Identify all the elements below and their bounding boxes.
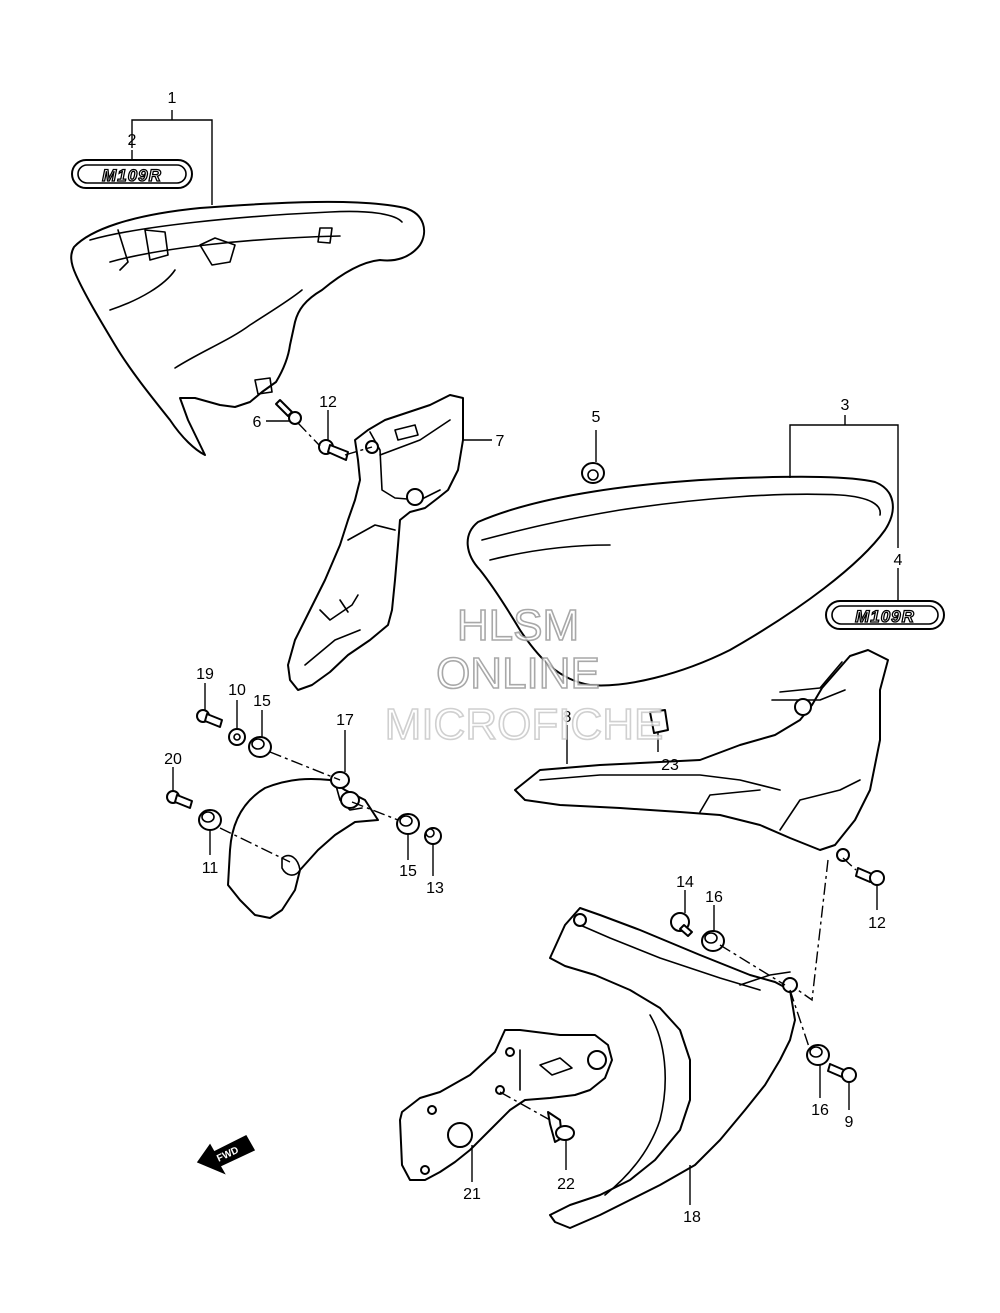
callout-5[interactable]: 5	[592, 409, 601, 426]
callout-9[interactable]: 9	[845, 1114, 854, 1131]
grommet-15-upper[interactable]	[248, 736, 272, 758]
screw-6[interactable]	[275, 399, 302, 425]
callout-21[interactable]: 21	[463, 1186, 481, 1203]
collar-13[interactable]	[424, 827, 442, 845]
callout-12-upper[interactable]: 12	[319, 394, 337, 411]
bolt-20[interactable]	[166, 790, 193, 809]
bolt-19[interactable]	[196, 709, 223, 728]
callout-15-upper[interactable]: 15	[253, 693, 271, 710]
collar-14[interactable]	[670, 912, 693, 937]
callout-7[interactable]: 7	[496, 433, 505, 450]
emblem-right-text: M109R	[855, 607, 915, 626]
callout-18[interactable]: 18	[683, 1209, 701, 1226]
cover-18[interactable]	[549, 907, 798, 1229]
bracket-7[interactable]	[287, 394, 464, 691]
callout-11[interactable]: 11	[202, 860, 219, 877]
callout-19[interactable]: 19	[196, 666, 214, 683]
emblem-right[interactable]: M109R	[825, 600, 945, 630]
leader-lines	[131, 110, 899, 1205]
callout-8[interactable]: 8	[563, 709, 572, 726]
clip-23[interactable]	[649, 709, 669, 734]
callout-23[interactable]: 23	[661, 757, 679, 774]
callout-20[interactable]: 20	[164, 751, 182, 768]
washer-10[interactable]	[228, 728, 246, 746]
callout-2[interactable]: 2	[128, 132, 137, 149]
callout-4[interactable]: 4	[894, 552, 903, 569]
bracket-8[interactable]	[514, 649, 889, 862]
emblem-left-text: M109R	[102, 166, 162, 185]
callout-3[interactable]: 3	[841, 397, 850, 414]
callout-16-lower[interactable]: 16	[811, 1102, 829, 1119]
forward-direction-arrow: FWD	[196, 1135, 256, 1175]
bolt-12-lower[interactable]	[855, 867, 885, 886]
callout-15-lower[interactable]: 15	[399, 863, 417, 880]
assembly-lines	[219, 422, 857, 1121]
bolt-9[interactable]	[827, 1063, 857, 1083]
callout-13[interactable]: 13	[426, 880, 444, 897]
watermark: HLSM ONLINE MICROFICHE	[384, 600, 664, 750]
grommet-11[interactable]	[198, 809, 222, 831]
grommet-5[interactable]	[581, 462, 605, 484]
emblem-left[interactable]: M109R	[71, 159, 193, 189]
frame-cover-right[interactable]	[466, 475, 894, 687]
callout-numbers: 1 2 3 4 5 6 7 8 9 10 11 12 12 13 14 15 1…	[128, 90, 903, 1226]
callout-10[interactable]: 10	[228, 682, 246, 699]
plate-21[interactable]	[399, 1029, 613, 1181]
grommet-15-lower[interactable]	[396, 813, 420, 835]
cover-17[interactable]	[227, 771, 379, 919]
watermark-line-3: MICROFICHE	[385, 700, 664, 749]
callout-22[interactable]: 22	[557, 1176, 575, 1193]
grommet-16-upper[interactable]	[701, 930, 725, 952]
callout-17[interactable]: 17	[336, 712, 354, 729]
frame-cover-left[interactable]	[70, 200, 426, 456]
bolt-12-upper[interactable]	[318, 439, 349, 461]
watermark-line-1: HLSM	[457, 601, 579, 650]
callout-1[interactable]: 1	[168, 90, 177, 107]
callout-16-upper[interactable]: 16	[705, 889, 723, 906]
grommet-16-lower[interactable]	[806, 1044, 830, 1066]
callout-6[interactable]: 6	[253, 414, 262, 431]
callout-12-lower[interactable]: 12	[868, 915, 886, 932]
watermark-line-2: ONLINE	[436, 649, 600, 698]
bolt-22[interactable]	[547, 1111, 575, 1143]
callout-14[interactable]: 14	[676, 874, 694, 891]
